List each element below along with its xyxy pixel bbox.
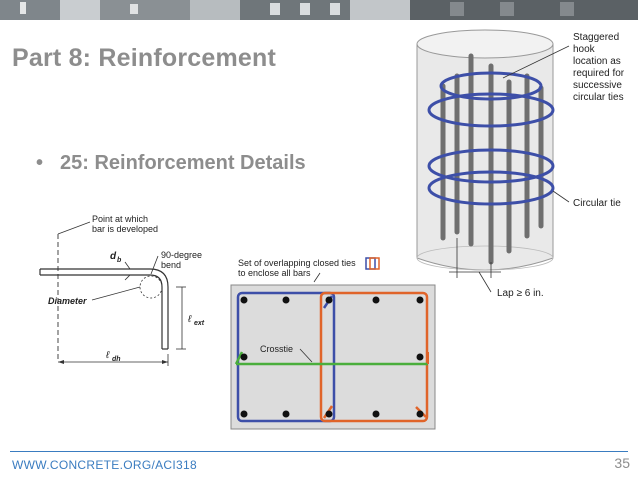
bullet-text: 25: Reinforcement Details [60, 152, 306, 174]
label-staggered-4: required for [573, 68, 625, 79]
label-lap: Lap ≥ 6 in. [497, 288, 544, 299]
label-bend: 90-degree [161, 250, 202, 260]
label-ldh-sub: dh [112, 356, 121, 363]
label-staggered-3: location as [573, 56, 621, 67]
column-3d-figure: Staggered hook location as required for … [405, 26, 638, 311]
label-point-2: bar is developed [92, 224, 158, 234]
column-section-figure: Set of overlapping closed ties to enclos… [228, 252, 443, 437]
label-staggered-5: successive [573, 80, 622, 91]
label-lext-sub: ext [194, 320, 205, 327]
label-db: d [110, 251, 117, 262]
label-set: Set of overlapping closed ties [238, 258, 356, 268]
label-staggered-6: circular ties [573, 92, 624, 103]
page-number: 35 [614, 455, 630, 471]
hook-detail-figure: Point at which bar is developed d b 90-d… [30, 214, 230, 379]
label-bend-2: bend [161, 260, 181, 270]
label-crosstie: Crosstie [260, 344, 293, 354]
slide-title: Part 8: Reinforcement [12, 44, 276, 72]
footer-url: WWW.CONCRETE.ORG/ACI318 [12, 458, 197, 472]
bullet-marker: • [36, 152, 44, 174]
label-set-2: to enclose all bars [238, 268, 311, 278]
bullet-item: • 25: Reinforcement Details [36, 152, 306, 175]
header-photo-banner [0, 0, 638, 20]
label-ldh: ℓ [105, 350, 110, 361]
label-circular-tie: Circular tie [573, 198, 621, 209]
label-staggered-2: hook [573, 44, 596, 55]
label-staggered-1: Staggered [573, 32, 619, 43]
label-diameter: Diameter [48, 296, 87, 306]
label-point: Point at which [92, 214, 148, 224]
label-db-sub: b [117, 257, 122, 264]
label-lext: ℓ [187, 314, 192, 325]
footer-divider [10, 451, 628, 452]
